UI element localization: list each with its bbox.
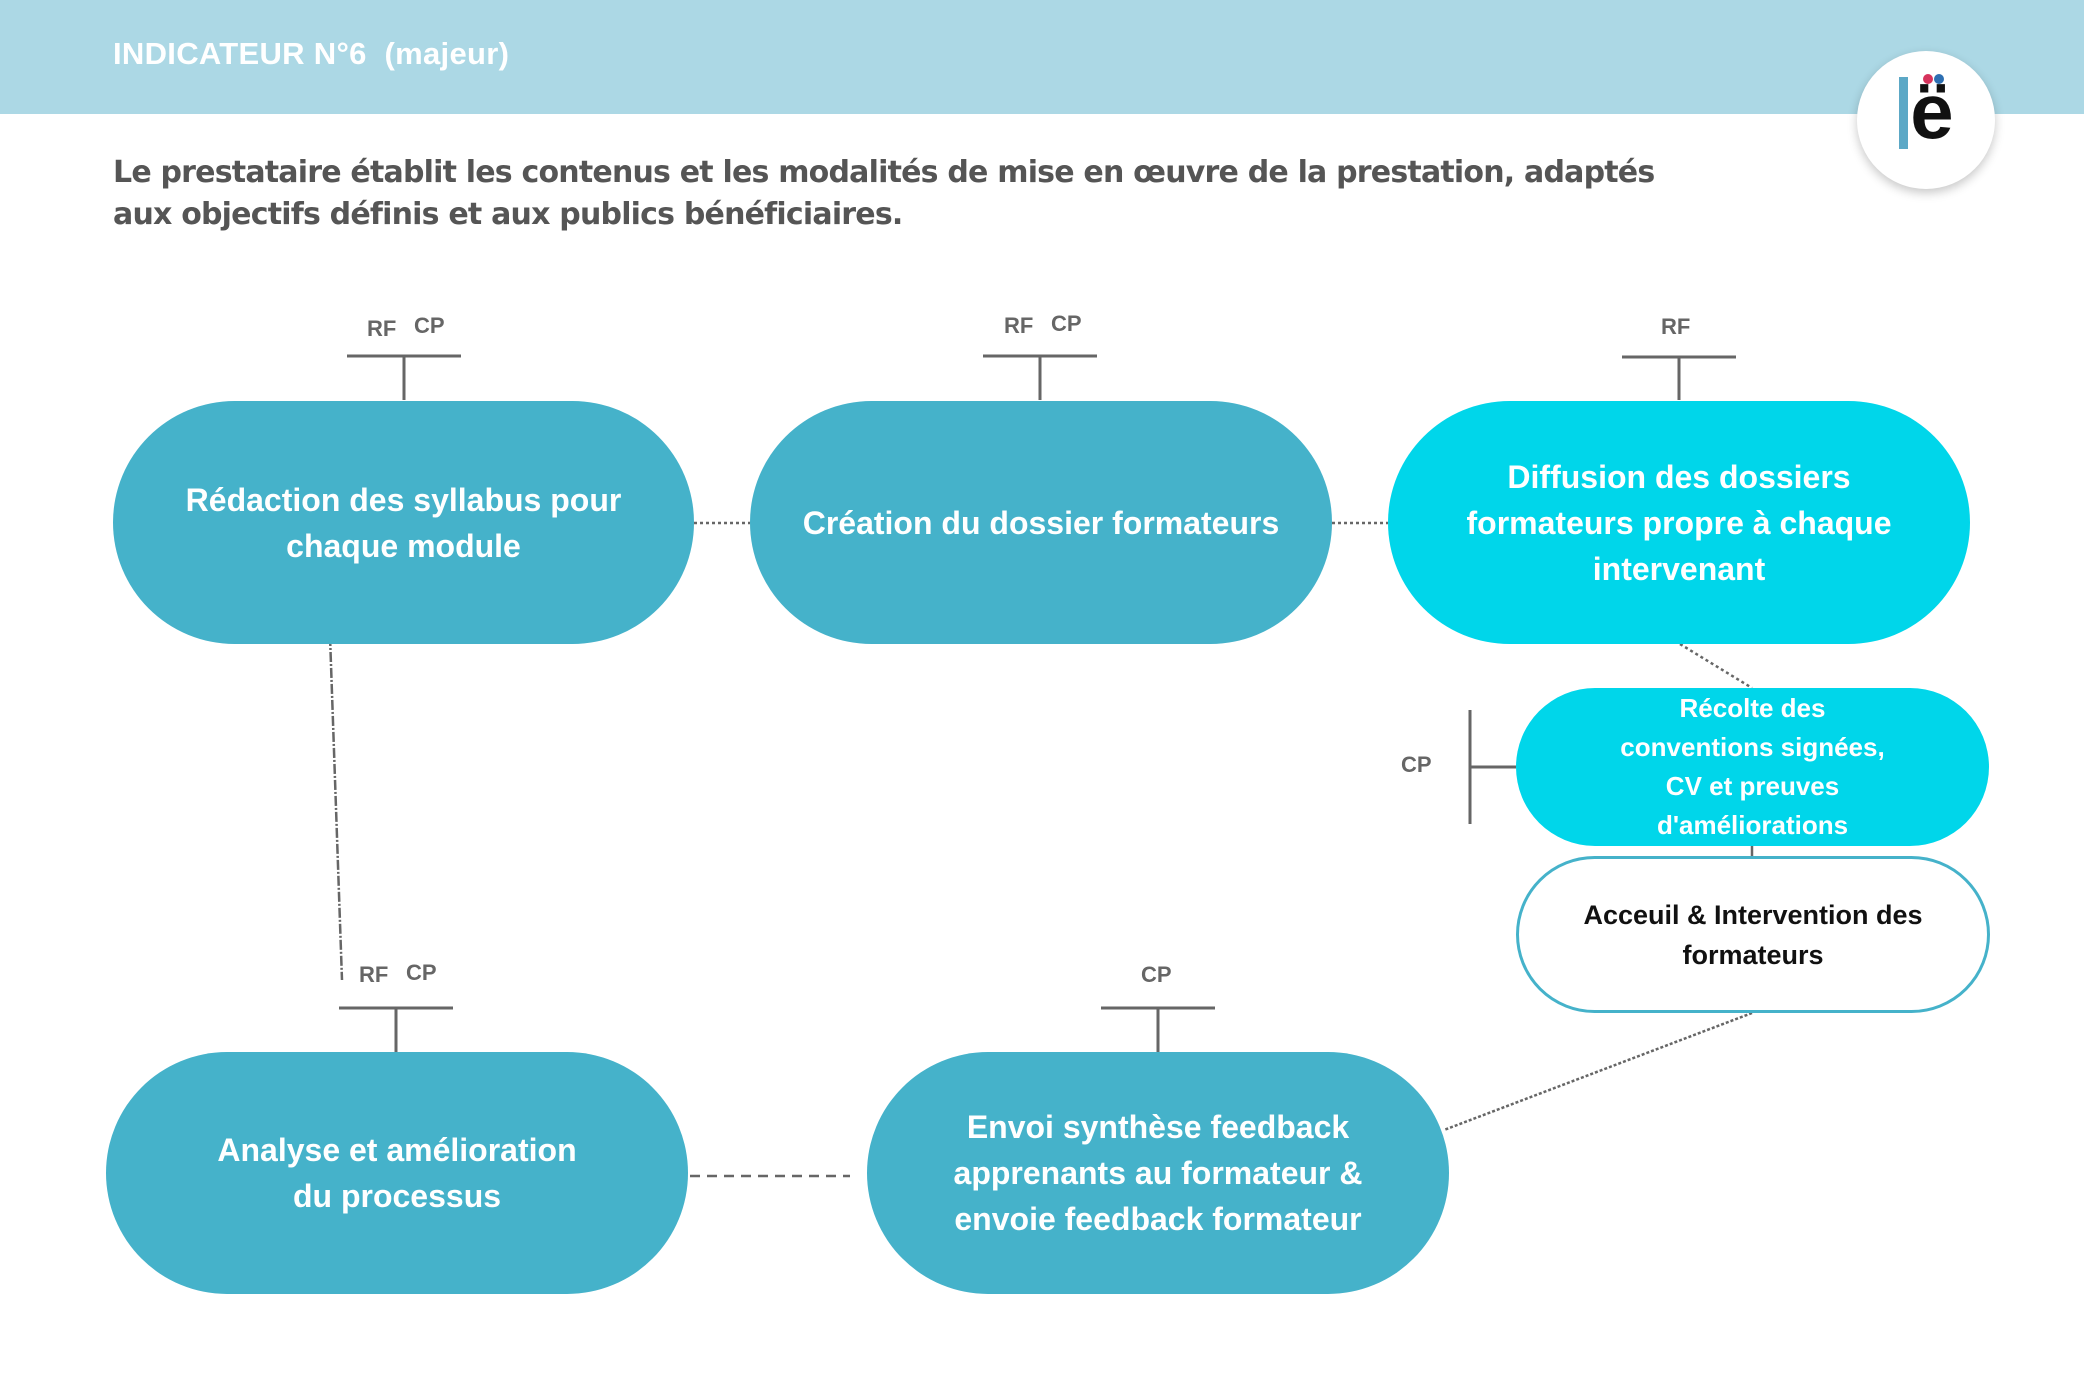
- step-label: Diffusion des dossiers formateurs propre…: [1466, 458, 1892, 587]
- step-analyse-amelioration: Analyse et amélioration du processus: [106, 1052, 688, 1294]
- role-label-rf: RF: [1661, 314, 1691, 339]
- role-label-rf: RF: [359, 962, 389, 987]
- step-envoi-feedback: Envoi synthèse feedback apprenants au fo…: [867, 1052, 1449, 1294]
- logo-dot-red: [1923, 74, 1933, 84]
- role-label-cp: CP: [1141, 962, 1172, 987]
- header-band: [0, 0, 2084, 114]
- step-label: Envoi synthèse feedback apprenants au fo…: [953, 1109, 1363, 1237]
- role-label-rf: RF: [367, 316, 397, 341]
- step-creation-dossier: Création du dossier formateurs: [750, 401, 1332, 644]
- role-label-rf: RF: [1004, 313, 1034, 338]
- link-redaction-analyse: [328, 635, 344, 981]
- link-accueil-envoi: [1443, 1011, 1753, 1132]
- step-recolte-conventions: Récolte des conventions signées, CV et p…: [1516, 688, 1989, 846]
- role-label-cp: CP: [1051, 311, 1082, 336]
- logo-dot-blue: [1934, 74, 1944, 84]
- logo-bar: [1899, 77, 1908, 149]
- role-label-cp: CP: [414, 313, 445, 338]
- role-label-cp: CP: [406, 960, 437, 985]
- link-diffusion-recolte: [1679, 642, 1753, 690]
- step-label: Rédaction des syllabus pour chaque modul…: [185, 481, 622, 564]
- page-title: INDICATEUR N°6 (majeur): [113, 36, 510, 71]
- step-label: Récolte des conventions signées, CV et p…: [1620, 693, 1885, 840]
- step-redaction-syllabus: Rédaction des syllabus pour chaque modul…: [113, 401, 694, 644]
- indicator-description: Le prestataire établit les contenus et l…: [113, 155, 1655, 232]
- step-accueil-formateurs: Acceuil & Intervention des formateurs: [1516, 856, 1990, 1013]
- step-label: Acceuil & Intervention des formateurs: [1583, 899, 1923, 970]
- step-label: Création du dossier formateurs: [802, 504, 1280, 541]
- role-label-cp: CP: [1401, 752, 1432, 777]
- step-label: Analyse et amélioration du processus: [217, 1132, 577, 1214]
- step-diffusion-dossiers: Diffusion des dossiers formateurs propre…: [1388, 401, 1970, 644]
- brand-logo: ë: [1857, 51, 1995, 189]
